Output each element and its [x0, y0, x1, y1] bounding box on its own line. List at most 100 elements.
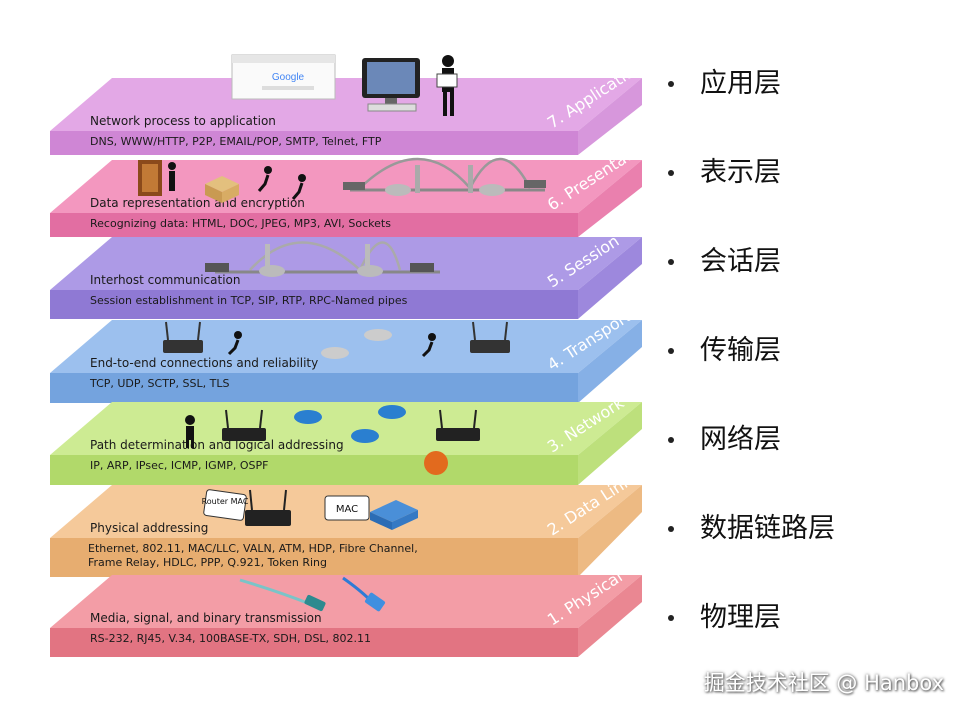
running-person-icon	[421, 333, 436, 358]
bridge-icon	[205, 241, 440, 277]
router-icon	[321, 347, 349, 359]
router-icon	[470, 321, 510, 353]
layer-description: Network process to application	[90, 114, 276, 128]
layer-description: End-to-end connections and reliability	[90, 356, 318, 370]
person-icon	[185, 415, 195, 448]
router-icon	[351, 429, 379, 443]
layer-protocols: Recognizing data: HTML, DOC, JPEG, MP3, …	[90, 217, 391, 230]
layer-name-list: 应用层表示层会话层传输层网络层数据链路层物理层	[668, 68, 835, 691]
bullet-dot-icon	[668, 348, 674, 354]
layer-description: Interhost communication	[90, 273, 240, 287]
cable-icon	[239, 578, 326, 612]
layer-3: Path determination and logical addressin…	[50, 393, 642, 485]
door-icon	[138, 160, 176, 196]
presentation-illustrations	[138, 157, 546, 203]
layer-top-face	[50, 237, 642, 290]
layer-name-text: 表示层	[700, 157, 781, 188]
layer-side-face	[578, 402, 642, 485]
cable-icon	[342, 576, 386, 612]
layer-description: Physical addressing	[90, 521, 208, 535]
layer-name-item: 物理层	[668, 602, 835, 691]
layer-6: Data representation and encryptionRecogn…	[50, 133, 656, 237]
layer-top-face	[50, 575, 642, 628]
switch-icon	[370, 500, 418, 530]
layer-front-face	[50, 455, 578, 485]
layer-name-text: 网络层	[700, 424, 781, 455]
router-tag-label: Router MAC	[202, 497, 249, 506]
bullet-dot-icon	[668, 437, 674, 443]
bullet-dot-icon	[668, 615, 674, 621]
layer-name-item: 应用层	[668, 68, 835, 157]
mac-tag-label: MAC	[336, 504, 358, 515]
router-icon	[378, 405, 406, 419]
layer-front-face	[50, 131, 578, 155]
layer-side-face	[578, 78, 642, 155]
computer-icon	[362, 58, 420, 112]
running-person-icon	[227, 331, 242, 356]
layer-name-item: 表示层	[668, 157, 835, 246]
bullet-dot-icon	[668, 170, 674, 176]
layer-name-text: 物理层	[700, 602, 781, 633]
layer-side-face	[578, 575, 642, 657]
router-icon	[294, 410, 322, 424]
router-icon	[436, 409, 480, 441]
layer-front-face	[50, 290, 578, 319]
layer-front-face	[50, 213, 578, 237]
layer-front-face	[50, 373, 578, 403]
person-icon	[436, 55, 458, 116]
layer-name-text: 应用层	[700, 68, 781, 99]
layer-side-face	[578, 485, 642, 577]
layer-name-text: 传输层	[700, 335, 781, 366]
layer-protocols: Session establishment in TCP, SIP, RTP, …	[90, 294, 408, 307]
layer-name-text: 会话层	[700, 246, 781, 277]
layer-protocols: Ethernet, 802.11, MAC/LLC, VALN, ATM, HD…	[88, 542, 418, 555]
router-icon	[222, 409, 266, 441]
running-person-icon	[291, 174, 306, 200]
layer-protocols: TCP, UDP, SCTP, SSL, TLS	[89, 377, 229, 390]
layer-protocols: DNS, WWW/HTTP, P2P, EMAIL/POP, SMTP, Tel…	[90, 135, 382, 148]
layer-name-text: 数据链路层	[700, 513, 835, 544]
browser-logo: Google	[272, 72, 305, 83]
layer-front-face	[50, 538, 578, 577]
network-illustrations	[185, 405, 480, 475]
bridge-icon	[343, 157, 546, 196]
watermark: 掘金技术社区 @ Hanbox	[703, 671, 944, 695]
layer-side-face	[578, 320, 642, 403]
layer-description: Path determination and logical addressin…	[90, 438, 344, 452]
layer-name-item: 网络层	[668, 424, 835, 513]
layer-side-face	[578, 237, 642, 319]
router-icon	[163, 321, 203, 353]
layer-protocols: RS-232, RJ45, V.34, 100BASE-TX, SDH, DSL…	[90, 632, 371, 645]
layer-front-face	[50, 628, 578, 657]
layer-name-item: 会话层	[668, 246, 835, 335]
running-person-icon	[257, 166, 272, 192]
package-icon	[205, 176, 239, 203]
layer-top-face	[50, 402, 642, 455]
layer-protocols: IP, ARP, IPsec, ICMP, IGMP, OSPF	[90, 459, 268, 472]
bullet-dot-icon	[668, 81, 674, 87]
application-illustrations: Google	[231, 54, 458, 116]
router-icon	[245, 489, 291, 526]
layer-description: Media, signal, and binary transmission	[90, 611, 322, 625]
router-tag: Router MAC	[202, 489, 249, 521]
cursor-icon	[424, 451, 448, 475]
layer-description: Data representation and encryption	[90, 196, 305, 210]
browser-icon: Google	[231, 54, 336, 100]
data-link-illustrations: Router MAC MAC	[202, 489, 418, 530]
physical-illustrations	[239, 576, 386, 612]
layer-name-item: 传输层	[668, 335, 835, 424]
layer-name-item: 数据链路层	[668, 513, 835, 602]
mac-tag: MAC	[324, 495, 370, 521]
bullet-dot-icon	[668, 259, 674, 265]
session-illustrations	[205, 241, 440, 277]
layer-top-face	[50, 78, 642, 131]
bullet-dot-icon	[668, 526, 674, 532]
layer-1: Media, signal, and binary transmissionRS…	[50, 567, 642, 657]
transport-illustrations	[163, 321, 510, 359]
layer-protocols: Frame Relay, HDLC, PPP, Q.921, Token Rin…	[88, 556, 327, 569]
